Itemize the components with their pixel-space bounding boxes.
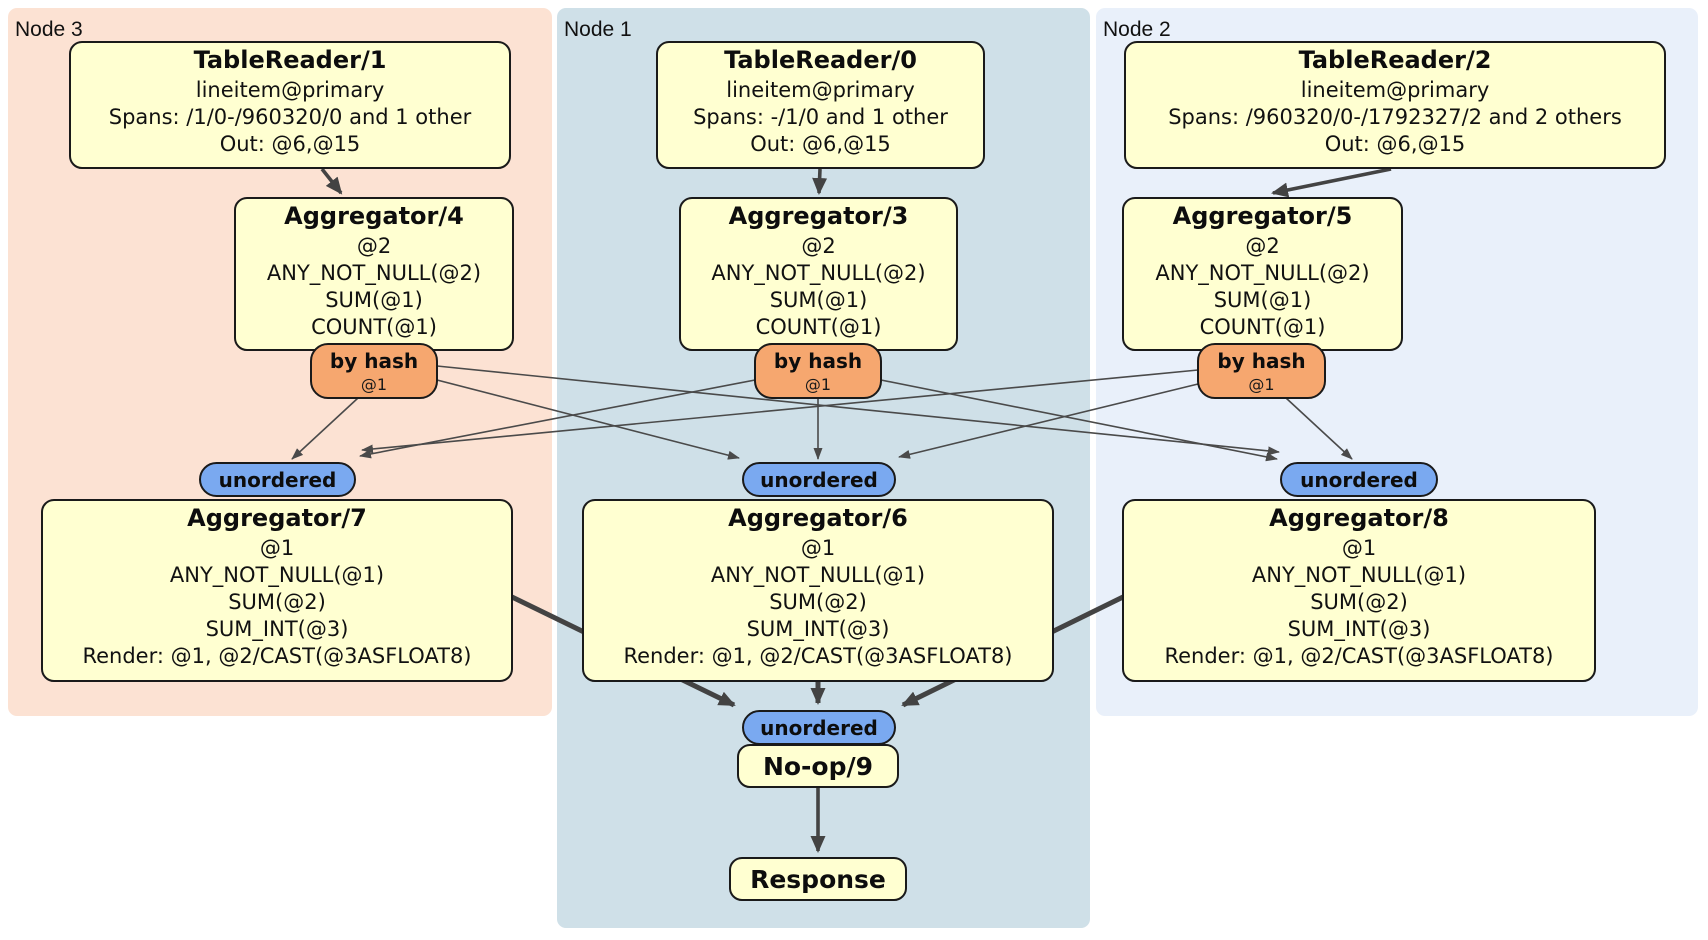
aggregator-3-line-1: ANY_NOT_NULL(@2) xyxy=(711,261,925,286)
tablereader-1-title: TableReader/1 xyxy=(194,46,387,74)
edge-byhash4-unordered8 xyxy=(436,365,1280,456)
aggregator-5-line-2: SUM(@1) xyxy=(1214,288,1312,312)
tablereader-1-line-1: Spans: /1/0-/960320/0 and 1 other xyxy=(109,105,472,129)
by-hash-5-label: by hash xyxy=(1217,349,1305,373)
aggregator-7-line-0: @1 xyxy=(260,536,294,560)
aggregator-8-line-4: Render: @1, @2/CAST(@3ASFLOAT8) xyxy=(1164,644,1553,668)
aggregator-4-line-2: SUM(@1) xyxy=(325,288,423,312)
by-hash-4-label: by hash xyxy=(330,349,418,373)
edge-tablereader1-aggregator4 xyxy=(320,167,343,195)
aggregator-6-box xyxy=(582,499,1054,682)
aggregator-8-line-0: @1 xyxy=(1342,536,1376,560)
edge-tablereader2-aggregator5 xyxy=(1271,167,1392,198)
aggregator-3-line-3: COUNT(@1) xyxy=(756,315,882,339)
edge-byhash5-unordered7 xyxy=(361,369,1199,454)
aggregator-6-title: Aggregator/6 xyxy=(728,504,908,532)
aggregator-6-line-1: ANY_NOT_NULL(@1) xyxy=(711,563,925,588)
aggregator-7-line-2: SUM(@2) xyxy=(228,590,326,614)
edge-byhash5-unordered8 xyxy=(1285,397,1353,460)
aggregator-6-line-3: SUM_INT(@3) xyxy=(747,617,890,642)
tablereader-0-line-2: Out: @6,@15 xyxy=(750,132,891,156)
by-hash-3-label: by hash xyxy=(774,349,862,373)
unordered-7-pill xyxy=(199,462,356,497)
response-box xyxy=(729,857,907,901)
unordered-8-label: unordered xyxy=(1300,468,1418,492)
aggregator-3-line-0: @2 xyxy=(801,234,835,258)
by-hash-3-sub-label: @1 xyxy=(805,375,831,394)
aggregator-6-line-4: Render: @1, @2/CAST(@3ASFLOAT8) xyxy=(623,644,1012,668)
node3-label: Node 3 xyxy=(15,18,83,41)
aggregator-7-line-1: ANY_NOT_NULL(@1) xyxy=(170,563,384,588)
tablereader-0-line-1: Spans: -/1/0 and 1 other xyxy=(693,105,948,129)
tablereader-1-box xyxy=(69,41,511,169)
unordered-6-label: unordered xyxy=(760,468,878,492)
unordered-6-pill xyxy=(742,462,896,497)
aggregator-5-line-3: COUNT(@1) xyxy=(1200,315,1326,339)
aggregator-5-line-1: ANY_NOT_NULL(@2) xyxy=(1155,261,1369,286)
response-title: Response xyxy=(750,865,886,894)
aggregator-6-line-2: SUM(@2) xyxy=(769,590,867,614)
aggregator-7-line-3: SUM_INT(@3) xyxy=(206,617,349,642)
tablereader-2-line-2: Out: @6,@15 xyxy=(1325,132,1466,156)
by-hash-5-sub-label: @1 xyxy=(1248,375,1274,394)
tablereader-0-line-0: lineitem@primary xyxy=(726,78,915,102)
edge-byhash3-unordered8 xyxy=(880,379,1278,462)
aggregator-4-title: Aggregator/4 xyxy=(284,202,464,230)
by-hash-3-pill xyxy=(754,343,882,399)
aggregator-7-title: Aggregator/7 xyxy=(187,504,367,532)
edge-byhash5-unordered6 xyxy=(898,383,1199,459)
tablereader-2-title: TableReader/2 xyxy=(1299,46,1492,74)
aggregator-7-line-4: Render: @1, @2/CAST(@3ASFLOAT8) xyxy=(82,644,471,668)
no-op-9-title: No-op/9 xyxy=(763,752,873,781)
tablereader-2-box xyxy=(1124,41,1666,169)
edge-tablereader0-aggregator3 xyxy=(812,168,828,195)
edge-byhash4-unordered6 xyxy=(436,379,740,460)
unordered-9-label: unordered xyxy=(760,716,878,740)
aggregator-5-line-0: @2 xyxy=(1245,234,1279,258)
unordered-8-pill xyxy=(1280,462,1438,497)
node1-label: Node 1 xyxy=(564,18,632,41)
tablereader-2-line-1: Spans: /960320/0-/1792327/2 and 2 others xyxy=(1168,105,1622,129)
aggregator-3-title: Aggregator/3 xyxy=(729,202,909,230)
tablereader-0-title: TableReader/0 xyxy=(724,46,917,74)
node2-label: Node 2 xyxy=(1103,18,1171,41)
unordered-9-pill xyxy=(742,710,896,745)
aggregator-8-box xyxy=(1122,499,1596,682)
edge-byhash4-unordered7 xyxy=(291,397,359,460)
by-hash-4-sub-label: @1 xyxy=(361,375,387,394)
aggregator-8-line-2: SUM(@2) xyxy=(1310,590,1408,614)
tablereader-0-box xyxy=(656,41,985,169)
by-hash-4-pill xyxy=(310,343,438,399)
tablereader-1-line-2: Out: @6,@15 xyxy=(220,132,361,156)
aggregator-7-box xyxy=(41,499,513,682)
aggregator-4-line-0: @2 xyxy=(357,234,391,258)
aggregator-6-line-0: @1 xyxy=(801,536,835,560)
aggregator-5-title: Aggregator/5 xyxy=(1173,202,1353,230)
aggregator-4-line-1: ANY_NOT_NULL(@2) xyxy=(267,261,481,286)
aggregator-8-title: Aggregator/8 xyxy=(1269,504,1449,532)
tablereader-1-line-0: lineitem@primary xyxy=(196,78,385,102)
unordered-7-label: unordered xyxy=(219,468,337,492)
tablereader-2-line-0: lineitem@primary xyxy=(1301,78,1490,102)
aggregator-4-line-3: COUNT(@1) xyxy=(311,315,437,339)
aggregator-8-line-3: SUM_INT(@3) xyxy=(1288,617,1431,642)
by-hash-5-pill xyxy=(1197,343,1326,399)
aggregator-8-line-1: ANY_NOT_NULL(@1) xyxy=(1252,563,1466,588)
aggregator-3-line-2: SUM(@1) xyxy=(770,288,868,312)
